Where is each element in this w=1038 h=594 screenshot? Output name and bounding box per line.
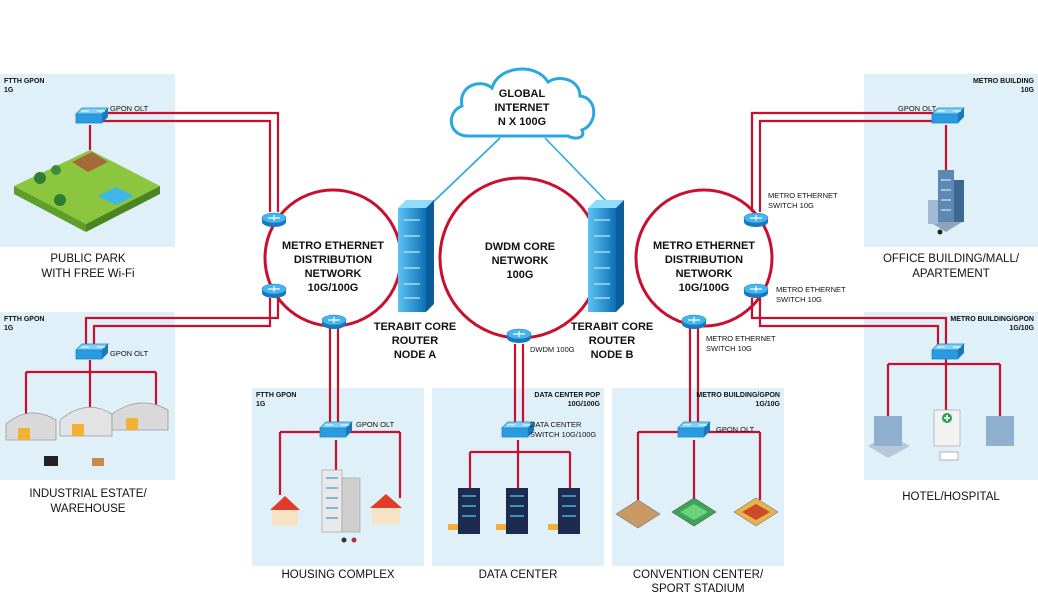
industrial-uplink	[84, 298, 280, 348]
core-ring-line3: 100G	[507, 269, 534, 281]
industrial-uplink-2	[92, 298, 272, 348]
metro-switch-hotel-1: METRO ETHERNET	[776, 285, 846, 294]
industrial-tag-1: FTTH GPON	[4, 316, 44, 323]
office-gpon-label: GPON OLT	[898, 104, 937, 113]
left-ring-line3: NETWORK	[305, 268, 362, 280]
hotel-hospital-illustration	[868, 409, 1014, 461]
cloud-link-a	[429, 137, 501, 206]
stadium-illustration	[615, 497, 779, 529]
router-a-line2: ROUTER	[392, 335, 439, 347]
metro-switch-conv-2: SWITCH 10G	[706, 344, 752, 353]
core-ring-line2: NETWORK	[492, 255, 549, 267]
server-racks-illustration	[448, 488, 580, 534]
metro-switch-office-1: METRO ETHERNET	[768, 191, 838, 200]
cloud-link-b	[544, 137, 611, 206]
hotel-gpon-olt-icon	[931, 343, 965, 360]
cloud-line3: N X 100G	[498, 116, 546, 128]
metro-switch-conv-1: METRO ETHERNET	[706, 334, 776, 343]
core-router-b-icon	[588, 200, 624, 312]
office-caption-2: APARTEMENT	[912, 268, 990, 280]
hotel-uplink-2	[758, 298, 940, 346]
right-ring-line3: NETWORK	[676, 268, 733, 280]
dc-switch-label-2: SWITCH 10G/100G	[530, 430, 596, 439]
industrial-caption-2: WAREHOUSE	[51, 503, 126, 515]
right-ring-line2: DISTRIBUTION	[665, 254, 743, 266]
left-ring-line2: DISTRIBUTION	[294, 254, 372, 266]
router-b-line1: TERABIT CORE	[571, 321, 654, 333]
dwdm-label: DWDM 100G	[530, 345, 575, 354]
housing-tag-1: FTTH GPON	[256, 392, 296, 399]
datacenter-caption: DATA CENTER	[479, 569, 558, 581]
internet-cloud-icon: GLOBAL INTERNET N X 100G	[450, 67, 596, 140]
hotel-local-links	[886, 356, 1002, 416]
left-ring-line4: 10G/100G	[308, 282, 359, 294]
right-ring-line1: METRO ETHERNET	[653, 240, 755, 252]
office-uplink-2	[758, 119, 942, 212]
park-tag-2: 1G	[4, 87, 14, 94]
metro-switch-office-2: SWITCH 10G	[768, 201, 814, 210]
hotel-tag-1: METRO BUILDING/GPON	[950, 316, 1034, 323]
convention-gpon-olt-icon	[677, 421, 711, 438]
park-tag-1: FTTH GPON	[4, 78, 44, 85]
industrial-caption-1: INDUSTRIAL ESTATE/	[29, 488, 147, 500]
office-tower-illustration	[928, 170, 964, 235]
router-a-line3: NODE A	[394, 349, 436, 361]
hotel-uplink	[750, 298, 948, 346]
industrial-local-links	[24, 360, 158, 420]
park-caption-2: WITH FREE Wi-Fi	[41, 268, 134, 280]
housing-gpon-olt-icon	[319, 421, 353, 438]
housing-tag-2: 1G	[256, 401, 266, 408]
router-b-line2: ROUTER	[589, 335, 636, 347]
right-ring-line4: 10G/100G	[679, 282, 730, 294]
cloud-line2: INTERNET	[495, 102, 550, 114]
router-a-line1: TERABIT CORE	[374, 321, 457, 333]
industrial-tag-2: 1G	[4, 325, 14, 332]
public-park-illustration	[14, 150, 160, 232]
office-tag-2: 10G	[1021, 87, 1035, 94]
office-tag-1: METRO BUILDING	[973, 78, 1035, 85]
industrial-gpon-label: GPON OLT	[110, 349, 149, 358]
core-router-a-icon	[398, 200, 434, 312]
core-ring-line1: DWDM CORE	[485, 241, 555, 253]
right-ring-router-office-icon	[743, 212, 769, 228]
datacenter-tag-1: DATA CENTER POP	[534, 392, 600, 399]
office-gpon-olt-icon	[931, 107, 965, 124]
convention-gpon-label: GPON OLT	[716, 425, 755, 434]
left-ring-router-bottom-icon	[261, 283, 287, 299]
convention-tag-1: METRO BUILDING/GPON	[696, 392, 780, 399]
industrial-gpon-olt-icon	[75, 343, 109, 360]
core-ring-router-dwdm-icon	[506, 328, 532, 344]
right-ring-router-hotel-icon	[743, 283, 769, 299]
park-uplink-2	[97, 119, 272, 212]
industrial-panel	[0, 312, 175, 480]
housing-complex-illustration	[270, 469, 402, 543]
park-gpon-olt-icon	[75, 107, 109, 124]
left-ring-router-housing-icon	[321, 314, 347, 330]
convention-tag-2: 1G/10G	[755, 401, 780, 408]
router-b-line3: NODE B	[591, 349, 634, 361]
right-ring-router-convention-icon	[681, 314, 707, 330]
dc-switch-label-1: DATA CENTER	[530, 420, 582, 429]
datacenter-tag-2: 10G/100G	[568, 401, 601, 408]
convention-caption-1: CONVENTION CENTER/	[633, 569, 764, 581]
warehouse-illustration	[5, 402, 169, 466]
park-uplink	[97, 111, 280, 212]
datacenter-local-links	[468, 440, 572, 490]
convention-caption-2: SPORT STADIUM	[651, 583, 744, 594]
cloud-line1: GLOBAL	[499, 88, 546, 100]
housing-gpon-label: GPON OLT	[356, 420, 395, 429]
housing-caption: HOUSING COMPLEX	[281, 569, 394, 581]
hotel-tag-2: 1G/10G	[1009, 325, 1034, 332]
left-ring-line1: METRO ETHERNET	[282, 240, 384, 252]
office-uplink	[750, 111, 942, 212]
park-caption-1: PUBLIC PARK	[50, 253, 126, 265]
left-ring-router-top-icon	[261, 212, 287, 228]
office-caption-1: OFFICE BUILDING/MALL/	[883, 253, 1020, 265]
metro-switch-hotel-2: SWITCH 10G	[776, 295, 822, 304]
park-gpon-label: GPON OLT	[110, 104, 149, 113]
hotel-caption: HOTEL/HOSPITAL	[902, 491, 1000, 503]
